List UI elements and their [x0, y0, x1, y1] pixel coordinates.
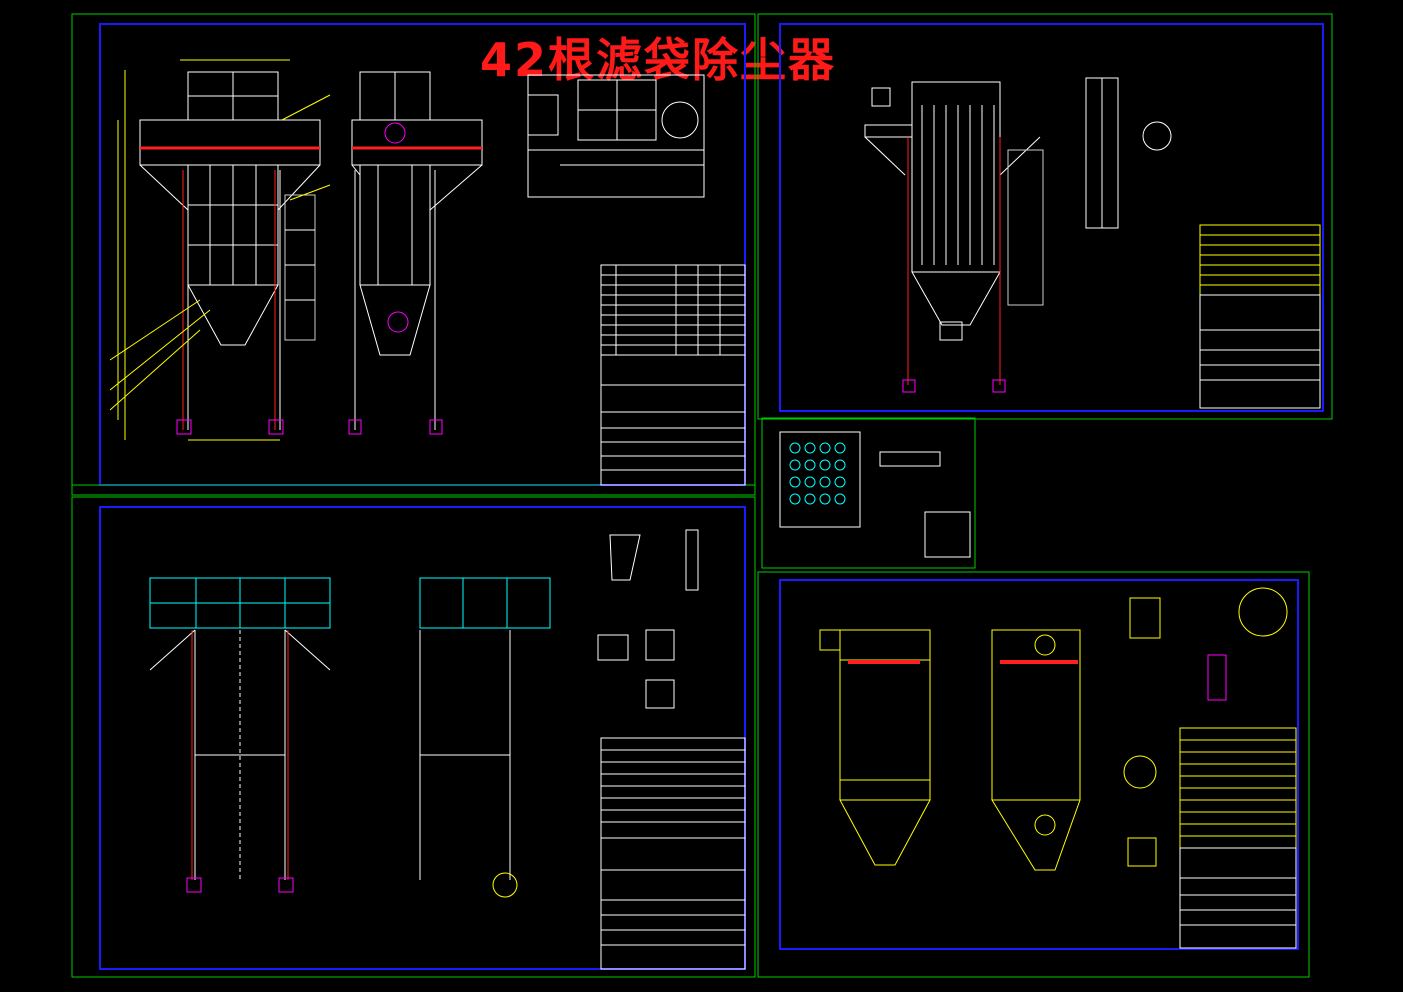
parts-list-table-1 [600, 264, 746, 486]
sheet-2-filter-bag-assembly [757, 13, 1333, 420]
front-elevation-view [139, 71, 321, 430]
sheet-3-tube-sheet [761, 417, 976, 569]
side-elevation-view [351, 71, 483, 430]
top-plan-view [527, 74, 705, 198]
drawing-title: 42根滤袋除尘器 [480, 33, 837, 87]
detail-sections [597, 529, 699, 709]
parts-list-table-5 [1179, 727, 1297, 849]
parts-list-table-2 [1199, 224, 1321, 409]
sheet-1-overall-assembly [71, 13, 756, 496]
sheet-5-housing [757, 571, 1310, 978]
sheet-4-support-frame [71, 496, 756, 978]
parts-list-table-4 [600, 737, 746, 970]
